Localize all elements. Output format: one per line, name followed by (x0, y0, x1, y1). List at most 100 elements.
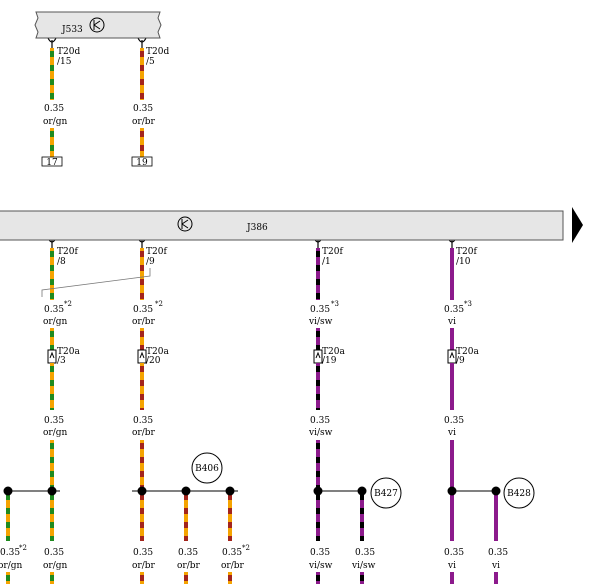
svg-text:*2: *2 (19, 544, 27, 552)
svg-text:0.35: 0.35 (488, 548, 508, 558)
svg-text:or/br: or/br (177, 561, 201, 571)
svg-text:T20f: T20f (57, 247, 78, 257)
bottom-wire-1[interactable]: 0.35 *2 or/gn (0, 544, 27, 571)
svg-text:vi/sw: vi/sw (351, 561, 376, 571)
svg-text:vi: vi (447, 428, 456, 438)
splice-dot-7 (357, 486, 367, 496)
svg-text:0.35: 0.35 (133, 104, 153, 114)
svg-text:B428: B428 (507, 489, 531, 499)
svg-text:vi/sw: vi/sw (308, 561, 333, 571)
svg-text:vi: vi (447, 561, 456, 571)
j386-pin-1[interactable]: T20f /8 0.35 *2 or/gn (43, 247, 78, 327)
svg-text:or/br: or/br (132, 117, 156, 127)
bottom-wire-7[interactable]: 0.35 vi/sw (351, 548, 376, 571)
t20a-connector-2[interactable]: T20a /20 0.35 or/br (132, 347, 169, 438)
svg-text:0.35: 0.35 (133, 416, 153, 426)
svg-text:*2: *2 (155, 300, 163, 308)
svg-text:or/br: or/br (221, 561, 245, 571)
control-unit-j533-box (34, 11, 162, 39)
transistor-symbol-icon (177, 216, 193, 232)
svg-text:0.35: 0.35 (44, 548, 64, 558)
control-unit-j386[interactable]: J386 (0, 207, 583, 243)
splice-label-b428: B428 (503, 477, 535, 509)
j386-pin-4[interactable]: T20f /10 0.35 *3 vi (444, 247, 477, 327)
control-unit-j533-label: J533 (61, 25, 83, 35)
svg-text:or/gn: or/gn (43, 117, 68, 127)
svg-text:or/gn: or/gn (0, 561, 23, 571)
j533-pin-1[interactable]: T20d /15 0.35 or/gn 17 (41, 47, 80, 168)
svg-text:0.35: 0.35 (355, 548, 375, 558)
j386-pin-3[interactable]: T20f /1 0.35 *3 vi/sw (308, 247, 343, 327)
svg-text:0.35: 0.35 (133, 305, 153, 315)
bottom-wire-3[interactable]: 0.35 or/br (132, 548, 156, 571)
bottom-wire-4[interactable]: 0.35 or/br (177, 548, 201, 571)
bottom-wire-8[interactable]: 0.35 vi (444, 548, 464, 571)
svg-text:/8: /8 (57, 257, 66, 267)
svg-text:or/br: or/br (132, 561, 156, 571)
splice-label-b406: B406 (191, 452, 223, 484)
svg-text:/1: /1 (322, 257, 331, 267)
svg-text:*2: *2 (64, 300, 72, 308)
splice-label-b427: B427 (370, 477, 402, 509)
splice-dot-4 (181, 486, 191, 496)
svg-text:0.35: 0.35 (178, 548, 198, 558)
j386-pin-2[interactable]: T20f /9 0.35 *2 or/br (132, 247, 167, 327)
svg-text:0.35: 0.35 (44, 305, 64, 315)
j533-pin-2[interactable]: T20d /5 0.35 or/br 19 (131, 47, 169, 168)
svg-text:T20a: T20a (322, 347, 345, 357)
splice-dot-9 (491, 486, 501, 496)
svg-text:/20: /20 (146, 356, 161, 366)
svg-text:/9: /9 (456, 356, 465, 366)
svg-text:19: 19 (136, 158, 148, 168)
svg-text:0.35: 0.35 (310, 416, 330, 426)
svg-text:B427: B427 (374, 489, 398, 499)
svg-text:T20f: T20f (322, 247, 343, 257)
t20a-connector-box-1-arrow (49, 351, 55, 359)
bottom-wire-9[interactable]: 0.35 vi (488, 548, 508, 571)
svg-text:vi: vi (447, 317, 456, 327)
arrow-right-icon[interactable] (572, 207, 583, 243)
svg-text:vi/sw: vi/sw (308, 317, 333, 327)
svg-text:T20a: T20a (456, 347, 479, 357)
svg-text:/3: /3 (57, 356, 66, 366)
t20a-connector-4[interactable]: T20a /9 0.35 vi (444, 347, 479, 438)
svg-text:0.35: 0.35 (222, 548, 242, 558)
svg-text:0.35: 0.35 (310, 305, 330, 315)
splice-dot-3 (137, 486, 147, 496)
svg-text:or/br: or/br (132, 317, 156, 327)
svg-text:0.35: 0.35 (44, 416, 64, 426)
connector-reference-line (41, 268, 151, 297)
bottom-wire-5[interactable]: 0.35 *2 or/br (221, 544, 250, 571)
svg-text:0.35: 0.35 (44, 104, 64, 114)
svg-text:T20d: T20d (146, 47, 169, 57)
splice-dot-8 (447, 486, 457, 496)
svg-text:vi: vi (491, 561, 500, 571)
splice-dot-5 (225, 486, 235, 496)
svg-text:0.35: 0.35 (444, 548, 464, 558)
svg-text:T20a: T20a (146, 347, 169, 357)
control-unit-j533[interactable]: J533 (34, 11, 162, 39)
bottom-wire-6[interactable]: 0.35 vi/sw (308, 548, 333, 571)
splice-dot-2 (47, 486, 57, 496)
t20a-connector-1[interactable]: T20a /3 0.35 or/gn (43, 347, 80, 438)
svg-text:0.35: 0.35 (310, 548, 330, 558)
svg-text:/9: /9 (146, 257, 155, 267)
svg-text:0.35: 0.35 (444, 305, 464, 315)
svg-text:/19: /19 (322, 356, 337, 366)
t20a-connector-box-2-arrow (139, 351, 145, 359)
bottom-wire-2[interactable]: 0.35 or/gn (43, 548, 68, 571)
svg-text:*3: *3 (331, 300, 339, 308)
svg-text:T20f: T20f (456, 247, 477, 257)
svg-text:/10: /10 (456, 257, 471, 267)
svg-text:T20f: T20f (146, 247, 167, 257)
control-unit-j386-box (0, 210, 564, 241)
t20a-connector-box-4-arrow (449, 351, 455, 359)
svg-text:T20a: T20a (57, 347, 80, 357)
svg-text:or/br: or/br (132, 428, 156, 438)
svg-text:17: 17 (46, 158, 58, 168)
t20a-connector-3[interactable]: T20a /19 0.35 vi/sw (308, 347, 345, 438)
svg-text:T20d: T20d (57, 47, 80, 57)
svg-text:0.35: 0.35 (444, 416, 464, 426)
svg-text:*3: *3 (464, 300, 472, 308)
